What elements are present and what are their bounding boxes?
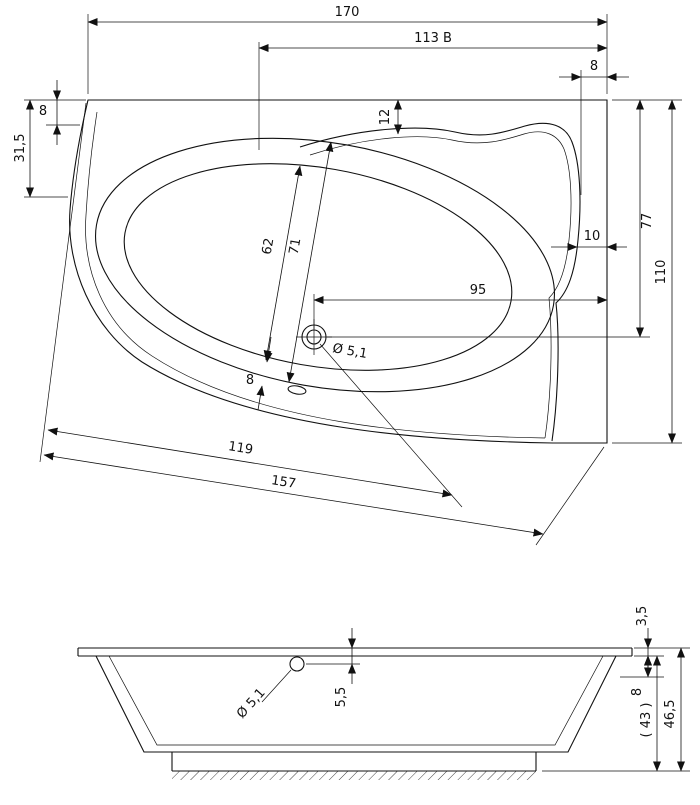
dim-31-5-label: 31,5 xyxy=(13,134,28,163)
shelf-edge-inner xyxy=(309,131,572,439)
dim-110: 110 xyxy=(612,99,682,444)
dim-95: 95 xyxy=(313,283,608,329)
dim-62-label: 62 xyxy=(260,237,278,256)
dim-157-label: 157 xyxy=(270,473,297,492)
ground-hatch xyxy=(172,771,536,780)
dim-170-label: 170 xyxy=(335,5,360,20)
dim-10: 10 xyxy=(551,229,627,251)
base-plinth xyxy=(171,752,537,772)
dim-8-gap: 8 xyxy=(246,336,273,411)
angled-extension-lines xyxy=(39,102,605,546)
dim-46-5: 46,5 xyxy=(663,647,685,772)
dim-77: 77 xyxy=(327,99,682,338)
dim-8-gap-label: 8 xyxy=(246,373,254,388)
shelf-edge-outer xyxy=(299,122,581,442)
dim-5-5: 5,5 xyxy=(306,628,360,707)
dim-8-top-right-label: 8 xyxy=(590,59,598,74)
rim-profile xyxy=(77,647,633,657)
dim-43: ( 43 ) xyxy=(639,655,661,772)
dim-5-5-label: 5,5 xyxy=(334,687,349,708)
dim-77-label: 77 xyxy=(640,213,655,230)
dim-62: 62 xyxy=(260,165,303,361)
dim-43-label: ( 43 ) xyxy=(639,703,654,738)
dim-3-5-label: 3,5 xyxy=(635,606,650,627)
dim-170: 170 xyxy=(87,5,608,94)
drain-diameter-label: Ø 5,1 xyxy=(331,341,368,362)
dim-71-label: 71 xyxy=(287,237,305,256)
side-view: Ø 5,1 5,5 3,5 8 ( 43 ) xyxy=(77,606,690,780)
basin-inner-edge xyxy=(123,163,513,371)
basin-outer-edge xyxy=(94,137,556,393)
dim-8-left: 8 xyxy=(24,80,86,145)
dim-8-left-label: 8 xyxy=(39,104,47,119)
side-drain-circle xyxy=(289,656,305,672)
dim-110-label: 110 xyxy=(654,260,669,285)
dim-113b-label: 113 B xyxy=(414,31,452,46)
dim-10-label: 10 xyxy=(584,229,601,244)
dim-12: 12 xyxy=(378,99,402,135)
dim-8-side: 8 xyxy=(630,655,652,696)
dim-113b: 113 B xyxy=(258,31,608,150)
dim-71: 71 xyxy=(286,141,334,383)
tub-outline xyxy=(69,99,608,444)
dim-8-side-label: 8 xyxy=(630,688,645,696)
dim-95-label: 95 xyxy=(470,283,487,298)
top-view: Ø 5,1 170 113 B 8 8 xyxy=(13,5,682,546)
dim-119: 119 xyxy=(47,427,453,498)
dim-119-label: 119 xyxy=(227,439,254,458)
side-drain-diameter-label: Ø 5,1 xyxy=(234,686,269,722)
dim-46-5-label: 46,5 xyxy=(663,700,678,729)
dim-8-top-right: 8 xyxy=(559,59,629,195)
overflow-hole xyxy=(287,385,307,395)
side-drain-leader xyxy=(261,669,292,703)
dim-12-label: 12 xyxy=(378,109,393,126)
dim-31-5: 31,5 xyxy=(13,99,68,198)
dim-157: 157 xyxy=(43,452,544,537)
body-inner-line xyxy=(108,655,604,746)
body-outline xyxy=(95,655,617,753)
